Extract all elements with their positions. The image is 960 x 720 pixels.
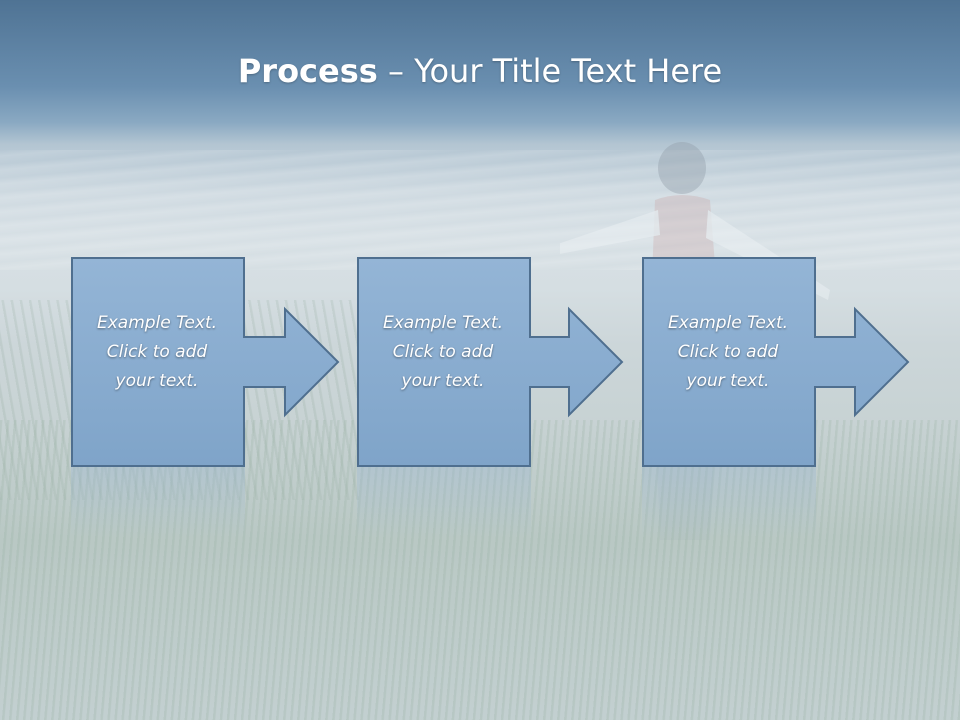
step-reflection-2 — [357, 467, 531, 537]
step-text-line: Click to add — [392, 342, 494, 362]
process-step-3[interactable]: Example Text. Click to add your text. — [642, 257, 960, 467]
title-rest: Your Title Text Here — [414, 52, 723, 90]
sea-background — [0, 150, 960, 270]
step-arrow-shape-1 — [71, 257, 340, 467]
step-arrow-shape-3 — [642, 257, 910, 467]
title-separator: – — [377, 52, 415, 90]
process-step-2[interactable]: Example Text. Click to add your text. — [357, 257, 697, 467]
step-text-line: Example Text. — [667, 313, 789, 333]
step-text-line: your text. — [115, 371, 199, 391]
process-step-1[interactable]: Example Text. Click to add your text. — [71, 257, 411, 467]
step-text-2[interactable]: Example Text. Click to add your text. — [357, 309, 529, 396]
title-bold: Process — [237, 52, 378, 90]
step-text-line: Example Text. — [96, 313, 218, 333]
step-reflection-3 — [642, 467, 816, 537]
step-text-line: your text. — [686, 371, 770, 391]
slide-title[interactable]: Process – Your Title Text Here — [0, 52, 960, 90]
grass-foreground — [0, 420, 960, 720]
step-reflection-1 — [71, 467, 245, 537]
step-text-line: Click to add — [106, 342, 208, 362]
step-text-3[interactable]: Example Text. Click to add your text. — [642, 309, 814, 396]
step-text-line: your text. — [401, 371, 485, 391]
step-arrow-shape-2 — [357, 257, 624, 467]
step-text-1[interactable]: Example Text. Click to add your text. — [71, 309, 243, 396]
step-text-line: Click to add — [677, 342, 779, 362]
step-text-line: Example Text. — [382, 313, 504, 333]
